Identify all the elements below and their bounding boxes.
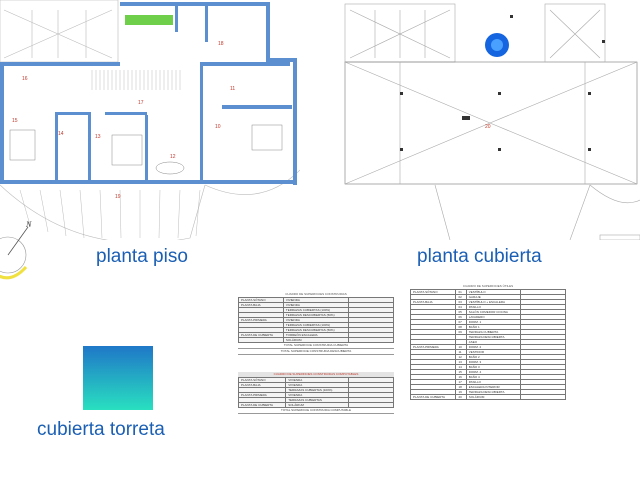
cell-num: 20 [455, 394, 467, 400]
floor-plan-title: planta piso [96, 246, 188, 267]
room-label-11: 11 [230, 86, 235, 92]
cell-value [520, 394, 566, 400]
built-table-caption: CUADRO DE SUPERFICIES CONSTRUIDAS [285, 292, 347, 296]
built-total-uncovered: TOTAL SUPERFICIE CONSTRUIDA DESCUBIERTA [238, 349, 394, 355]
room-label-16: 16 [22, 76, 28, 82]
room-label-10: 10 [215, 124, 221, 130]
computable-total: TOTAL SUPERFICIE CONSTRUIDA COMPUTABLE [238, 408, 394, 414]
room-label-20: 20 [485, 124, 491, 130]
turret-roof-swatch [83, 346, 153, 410]
built-area-block: CUADRO DE SUPERFICIES CONSTRUIDAS PLANTA… [238, 292, 394, 355]
useful-table-caption: CUADRO DE SUPERFICIES ÚTILES [462, 284, 514, 288]
north-label: N [25, 220, 32, 229]
built-total-covered: TOTAL SUPERFICIE CONSTRUIDA CUBIERTA [238, 343, 394, 349]
cell-item: SOLÁRIUM [285, 402, 349, 408]
computable-area-block: CUADRO DE SUPERFICIES CONSTRUIDAS COMPUT… [237, 372, 394, 414]
room-label-12: 12 [170, 154, 176, 160]
cell-value [348, 337, 394, 343]
cell-level [238, 337, 284, 343]
floor-plan-drawing: 10 11 12 13 14 15 16 17 18 19 [0, 0, 300, 240]
cell-item: SOLÁRIUM [465, 394, 522, 400]
cell-level: PLANTA DE CUBIERTA [409, 394, 457, 400]
room-label-13: 13 [95, 134, 101, 140]
useful-area-block: CUADRO DE SUPERFICIES ÚTILES PLANTA SÓTA… [409, 284, 566, 400]
turret-roof-title: cubierta torreta [37, 419, 165, 440]
cell-level: PLANTA DE CUBIERTA [237, 402, 287, 408]
room-label-14: 14 [58, 131, 64, 137]
computable-table-caption: CUADRO DE SUPERFICIES CONSTRUIDAS COMPUT… [238, 372, 394, 377]
room-label-19: 19 [115, 194, 121, 200]
room-label-15: 15 [12, 118, 18, 124]
table-row: SOLÁRIUM [238, 337, 394, 343]
roof-plan-drawing: 20 [344, 3, 640, 240]
cell-item: SOLÁRIUM [282, 337, 350, 343]
room-label-17: 17 [138, 100, 144, 106]
north-compass-icon: N [0, 220, 32, 280]
room-label-18: 18 [218, 41, 224, 47]
cell-value [348, 402, 394, 408]
roof-plan-title: planta cubierta [417, 246, 542, 267]
